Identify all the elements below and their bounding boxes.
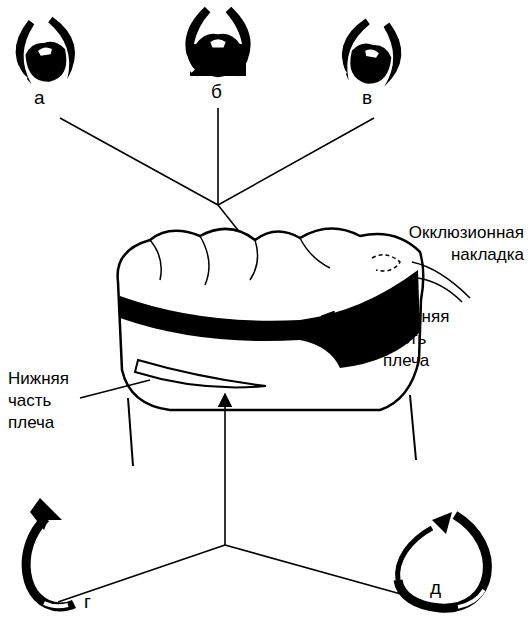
figure-letter: г — [84, 590, 108, 615]
figure-letter: а — [34, 86, 58, 111]
lower-arm — [135, 360, 266, 387]
leader-lines — [80, 316, 378, 398]
pointer-lines — [58, 394, 408, 602]
occlusal-rest — [372, 255, 400, 271]
clasp-icon — [9, 14, 79, 86]
figure-letter: в — [362, 86, 386, 111]
clasp-icon — [335, 15, 407, 89]
part-label: Верхняя часть плеча — [383, 306, 471, 372]
upper-arm — [120, 270, 420, 368]
figure-letter: б — [211, 80, 235, 105]
clasp-icon — [183, 7, 251, 77]
part-label: Нижняя часть плеча — [8, 368, 88, 434]
part-label: Окклюзионная накладка — [374, 222, 524, 266]
clasp-icon — [398, 512, 488, 608]
figure-letter: д — [430, 576, 454, 601]
clasp-icon — [26, 498, 74, 607]
